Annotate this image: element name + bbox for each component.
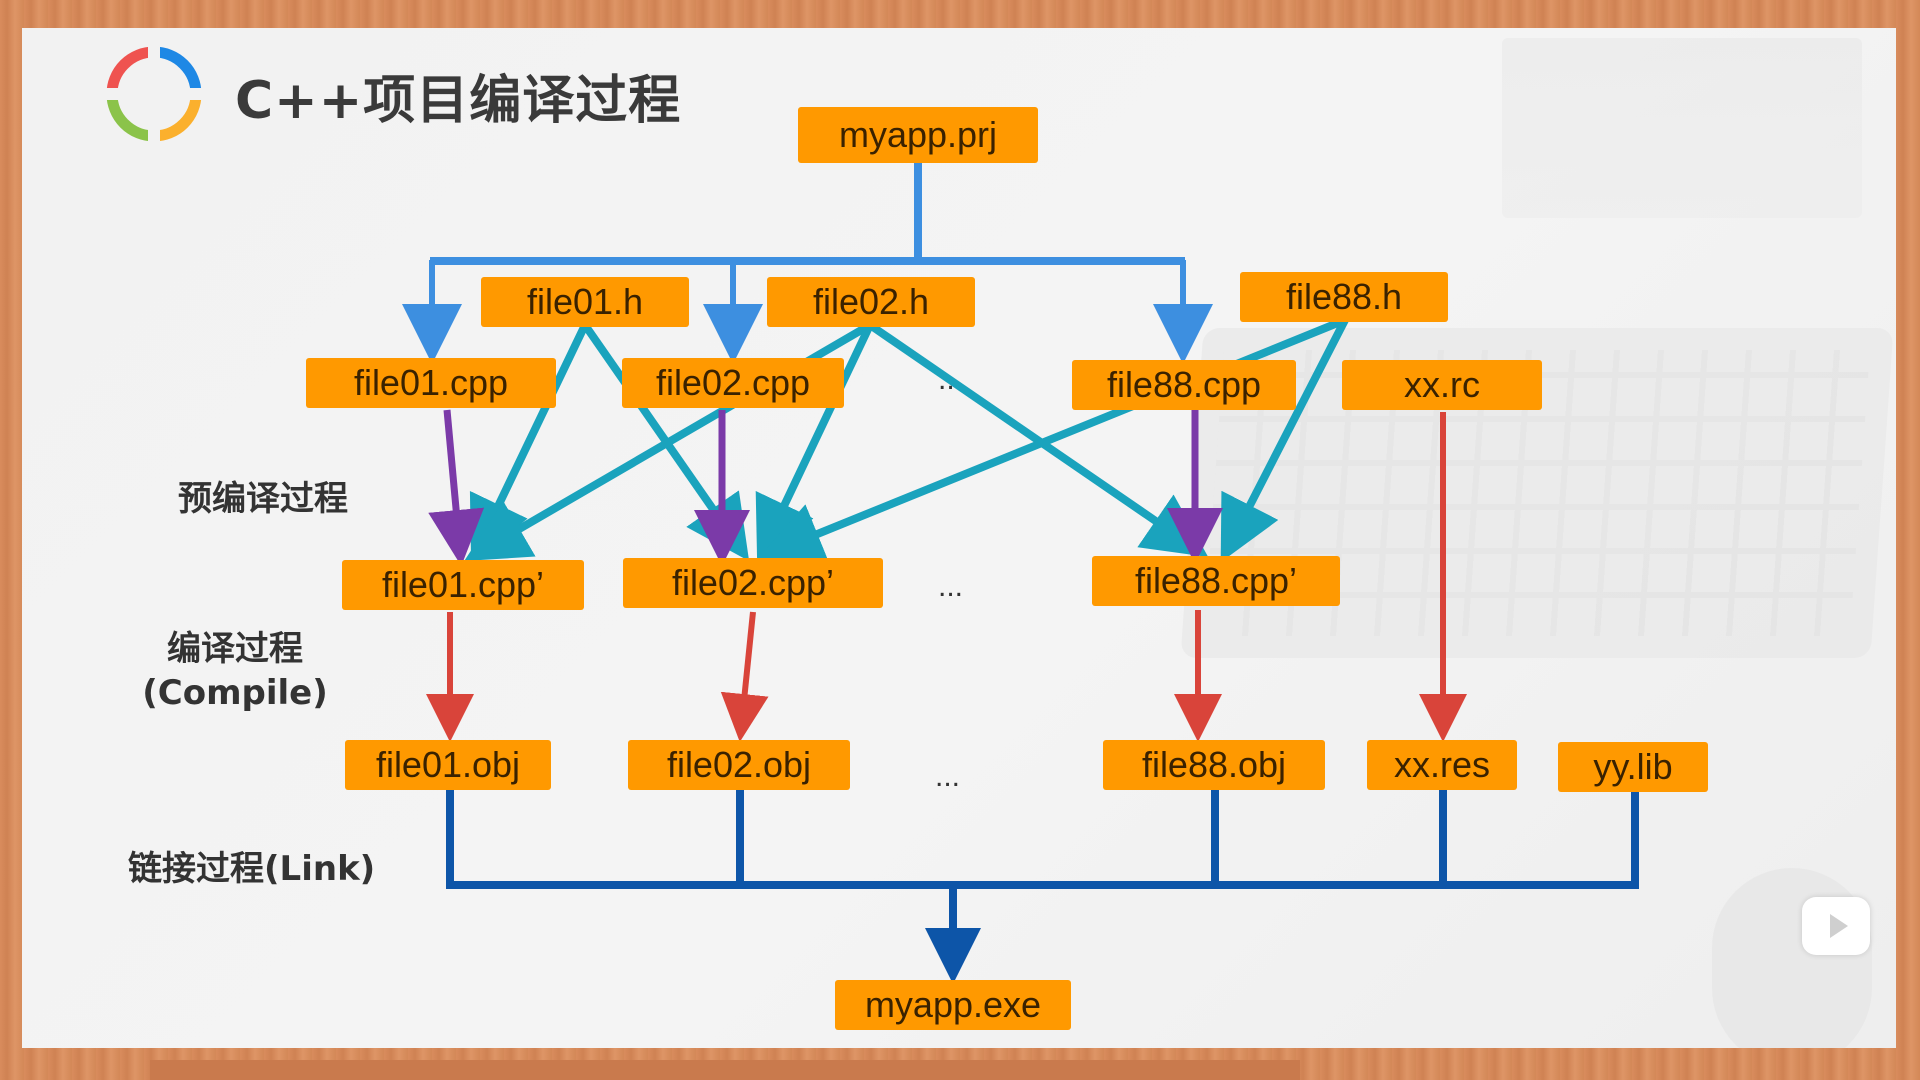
compile-arrows [426,412,1467,742]
node-xx-rc: xx.rc [1342,360,1542,410]
ellipsis-preprocessed-row: ... [938,570,964,603]
node-file02-cpp-preprocessed: file02.cpp’ [623,558,883,608]
stage-label-preprocess: 预编译过程 [178,479,348,519]
node-file88-cpp-preprocessed: file88.cpp’ [1092,556,1340,606]
node-file88-obj: file88.obj [1103,740,1325,790]
link-lines [446,790,1639,984]
circular-logo-icon [104,44,204,144]
stage-label-compile: 编译过程 (Compile) [140,627,330,715]
project-arrows [402,162,1213,364]
ellipsis-object-row: ... [935,760,961,793]
stage-label-compile-line2: (Compile) [142,673,328,713]
node-myapp-exe: myapp.exe [835,980,1071,1030]
stage-label-compile-line1: 编译过程 [167,629,303,669]
node-file02-h: file02.h [767,277,975,327]
node-file01-h: file01.h [481,277,689,327]
node-yy-lib: yy.lib [1558,742,1708,792]
node-xx-res: xx.res [1367,740,1517,790]
bottom-frame-strip [150,1060,1300,1080]
background-monitor-decoration [1502,38,1862,218]
node-file88-cpp: file88.cpp [1072,360,1296,410]
video-play-icon[interactable] [1802,897,1870,955]
node-file02-cpp: file02.cpp [622,358,844,408]
node-file02-obj: file02.obj [628,740,850,790]
node-file88-h: file88.h [1240,272,1448,322]
page-title: C++项目编译过程 [235,71,682,131]
node-file01-cpp: file01.cpp [306,358,556,408]
ellipsis-source-row: .. [938,363,955,396]
preprocess-arrows [428,409,1223,566]
include-arrows [464,316,1349,564]
stage-label-link: 链接过程(Link) [128,849,376,889]
node-myapp-prj: myapp.prj [798,107,1038,163]
node-file01-cpp-preprocessed: file01.cpp’ [342,560,584,610]
node-file01-obj: file01.obj [345,740,551,790]
